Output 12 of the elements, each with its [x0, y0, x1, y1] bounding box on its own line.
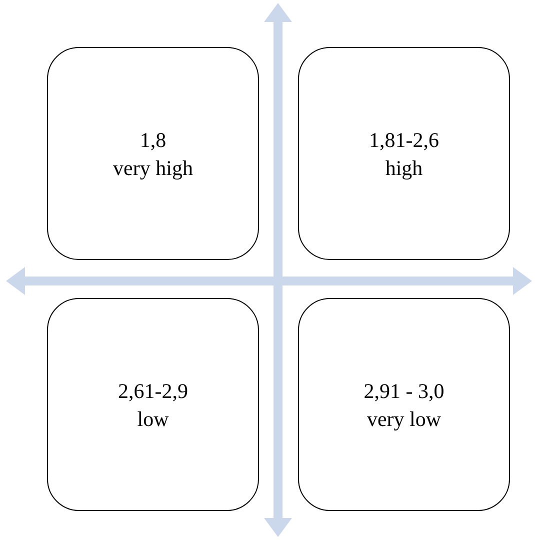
rating-text: very low — [366, 406, 442, 432]
rounded-box — [47, 47, 259, 260]
rounded-box — [47, 298, 259, 511]
rating-text: very high — [113, 154, 193, 182]
value-range-text: 2,61-2,9 — [118, 378, 188, 404]
rating-text: high — [385, 154, 423, 182]
value-range-text: 1,8 — [140, 126, 166, 154]
rounded-box — [298, 47, 510, 260]
rounded-box — [298, 298, 510, 511]
value-range-text: 2,91 - 3,0 — [364, 378, 444, 404]
value-range-text: 1,81-2,6 — [369, 126, 439, 154]
rating-text: low — [137, 406, 169, 432]
